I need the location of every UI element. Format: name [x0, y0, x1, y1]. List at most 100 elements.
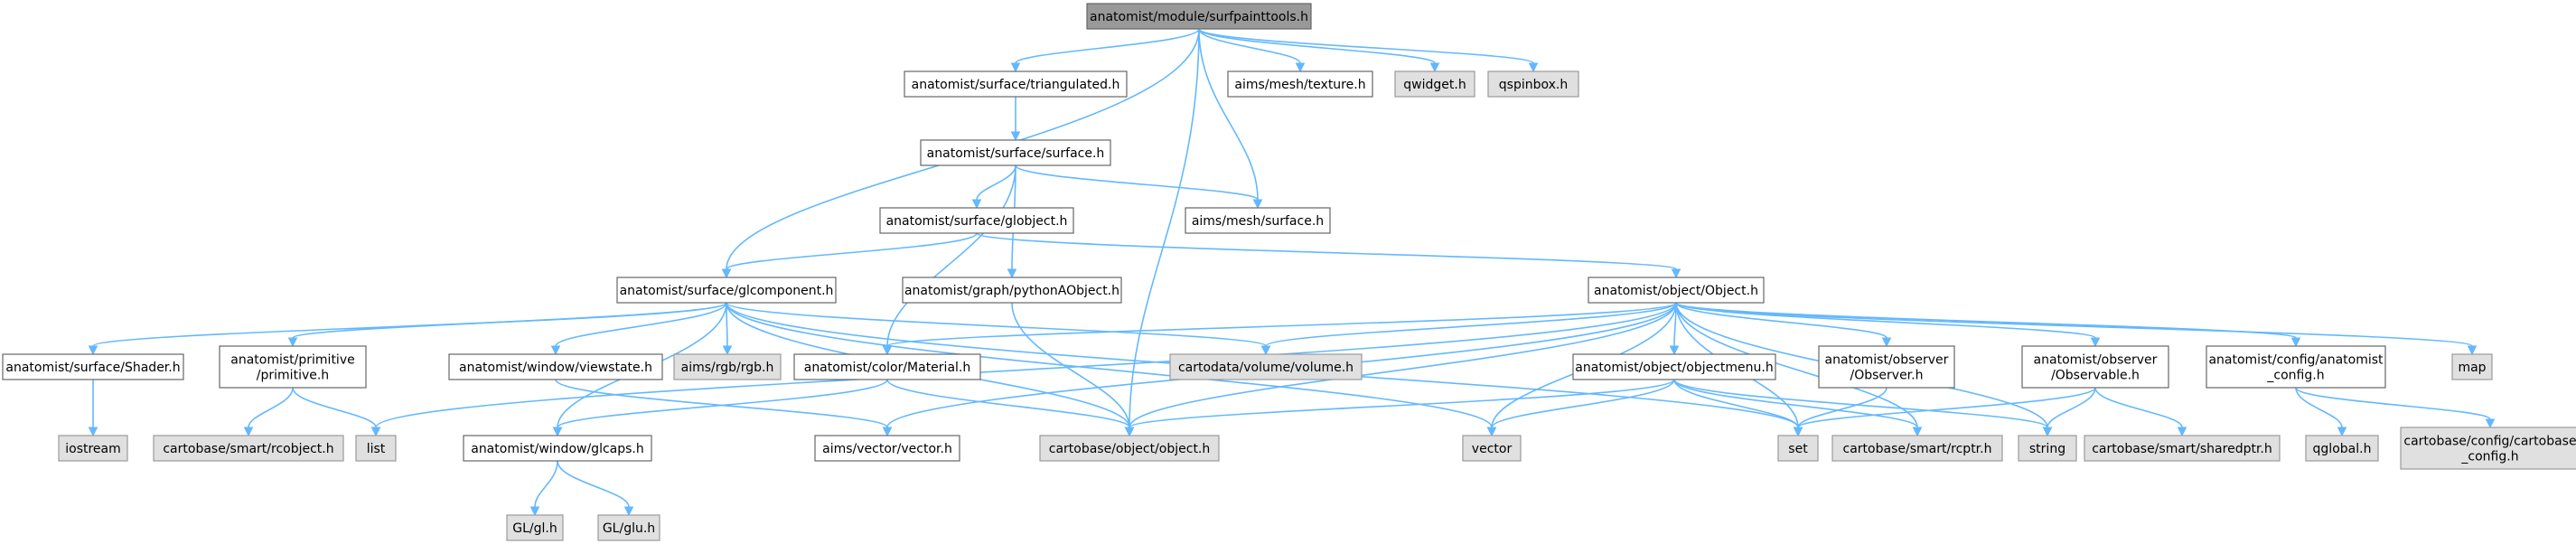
node-globject[interactable]: anatomist/surface/globject.h: [879, 207, 1074, 234]
node-box: [219, 345, 367, 389]
node-meshsurf[interactable]: aims/mesh/surface.h: [1185, 207, 1331, 234]
edge-observable-to-sharedptr: [2094, 387, 2187, 437]
node-label: GL/glu.h: [603, 521, 655, 536]
node-label: anatomist/surface/surface.h: [927, 146, 1105, 161]
node-label: cartobase/object/object.h: [1049, 442, 1211, 456]
node-shader[interactable]: anatomist/surface/Shader.h: [2, 353, 184, 380]
node-label: aims/mesh/surface.h: [1192, 214, 1324, 229]
node-surface[interactable]: anatomist/surface/surface.h: [920, 139, 1111, 166]
edge-root-to-tri: [1010, 28, 1200, 73]
node-box: [1777, 435, 1819, 462]
edge-objmenu-to-cobject: [1124, 379, 1675, 437]
node-glcomp[interactable]: anatomist/surface/glcomponent.h: [616, 277, 837, 304]
arrowhead-icon: [1124, 427, 1135, 437]
arrowhead-icon: [2090, 337, 2101, 348]
node-rcptr[interactable]: cartobase/smart/rcptr.h: [1831, 435, 2003, 462]
node-label: /primitive.h: [257, 369, 329, 383]
edge-root-to-qwidget: [1198, 28, 1440, 73]
node-label: qglobal.h: [2313, 442, 2372, 456]
edge-root-to-texture: [1198, 28, 1306, 73]
node-pyaobj[interactable]: anatomist/graph/pythonAObject.h: [902, 277, 1122, 304]
arrowhead-icon: [88, 345, 98, 356]
node-volume[interactable]: cartodata/volume/volume.h: [1169, 353, 1363, 380]
node-set[interactable]: set: [1777, 435, 1819, 462]
node-material[interactable]: anatomist/color/Material.h: [793, 353, 981, 380]
node-vector[interactable]: vector: [1462, 435, 1522, 462]
arrowhead-icon: [2290, 337, 2301, 348]
node-label: anatomist/graph/pythonAObject.h: [904, 284, 1119, 298]
node-string[interactable]: string: [2018, 435, 2077, 462]
arrowhead-icon: [88, 427, 98, 437]
node-label: anatomist/config/anatomist: [2208, 353, 2384, 368]
node-rcobject[interactable]: cartobase/smart/rcobject.h: [153, 435, 344, 462]
node-map[interactable]: map: [2451, 353, 2493, 380]
node-box: [2021, 345, 2169, 389]
node-iostream[interactable]: iostream: [58, 435, 128, 462]
arrowhead-icon: [1671, 268, 1681, 279]
edge-glcomp-to-primitive: [287, 302, 727, 348]
node-box: [1831, 435, 2003, 462]
node-label: map: [2458, 361, 2486, 375]
edge-surface-to-globject: [971, 164, 1016, 210]
node-box: [1487, 70, 1579, 98]
node-vectorh[interactable]: aims/vector/vector.h: [814, 435, 960, 462]
node-cobject[interactable]: cartobase/object/object.h: [1039, 435, 1220, 462]
arrowhead-icon: [370, 427, 381, 437]
node-observer[interactable]: anatomist/observer/Observer.h: [1818, 345, 1955, 389]
node-label: anatomist/observer: [1825, 353, 1949, 368]
edge-primitive-to-list: [292, 387, 381, 437]
arrowhead-icon: [1010, 62, 1021, 73]
node-label: vector: [1472, 442, 1513, 456]
node-tri[interactable]: anatomist/surface/triangulated.h: [904, 70, 1128, 98]
arrowhead-icon: [1252, 199, 1263, 210]
node-label: cartobase/config/cartobase: [2403, 435, 2576, 449]
node-glu[interactable]: GL/glu.h: [597, 514, 660, 541]
node-box: [1394, 70, 1475, 98]
node-box: [1086, 3, 1312, 30]
node-cbconfig[interactable]: cartobase/config/cartobase_config.h: [2400, 427, 2576, 470]
node-glcaps[interactable]: anatomist/window/glcaps.h: [463, 435, 652, 462]
node-box: [1169, 353, 1363, 380]
node-sharedptr[interactable]: cartobase/smart/sharedptr.h: [2084, 435, 2281, 462]
node-texture[interactable]: aims/mesh/texture.h: [1227, 70, 1373, 98]
node-box: [506, 514, 564, 541]
node-label: anatomist/module/surfpainttools.h: [1090, 10, 1308, 24]
node-label: aims/mesh/texture.h: [1234, 78, 1365, 92]
node-label: string: [2029, 442, 2065, 456]
node-box: [879, 207, 1074, 234]
node-box: [355, 435, 397, 462]
node-box: [1039, 435, 1220, 462]
node-box: [2018, 435, 2077, 462]
node-primitive[interactable]: anatomist/primitive/primitive.h: [219, 345, 367, 389]
node-layer: anatomist/module/surfpainttools.h anatomi…: [2, 3, 2576, 541]
node-object[interactable]: anatomist/object/Object.h: [1588, 277, 1765, 304]
node-box: [2206, 345, 2386, 389]
edge-object-to-material: [882, 302, 1677, 356]
node-observable[interactable]: anatomist/observer/Observable.h: [2021, 345, 2169, 389]
edge-objmenu-to-rcptr: [1673, 379, 1923, 437]
arrowhead-icon: [2042, 427, 2053, 437]
node-label: anatomist/observer: [2034, 353, 2158, 368]
node-label: aims/vector/vector.h: [822, 442, 952, 456]
arrowhead-icon: [550, 345, 561, 356]
node-objmenu[interactable]: anatomist/object/objectmenu.h: [1572, 353, 1776, 380]
node-box: [673, 353, 782, 380]
node-box: [1572, 353, 1776, 380]
node-list[interactable]: list: [355, 435, 397, 462]
arrowhead-icon: [1010, 131, 1021, 142]
node-box: [616, 277, 837, 304]
node-root[interactable]: anatomist/module/surfpainttools.h: [1086, 3, 1312, 30]
arrowhead-icon: [1486, 427, 1497, 437]
node-box: [904, 70, 1128, 98]
node-qwidget[interactable]: qwidget.h: [1394, 70, 1475, 98]
node-qspinbox[interactable]: qspinbox.h: [1487, 70, 1579, 98]
node-config[interactable]: anatomist/config/anatomist_config.h: [2206, 345, 2386, 389]
arrowhead-icon: [1881, 337, 1892, 348]
node-box: [2305, 435, 2379, 462]
node-gl[interactable]: GL/gl.h: [506, 514, 564, 541]
node-rgb[interactable]: aims/rgb/rgb.h: [673, 353, 782, 380]
node-viewstate[interactable]: anatomist/window/viewstate.h: [448, 353, 663, 380]
edge-object-to-config: [1675, 302, 2301, 348]
node-qglobal[interactable]: qglobal.h: [2305, 435, 2379, 462]
node-label: qspinbox.h: [1499, 78, 1568, 92]
